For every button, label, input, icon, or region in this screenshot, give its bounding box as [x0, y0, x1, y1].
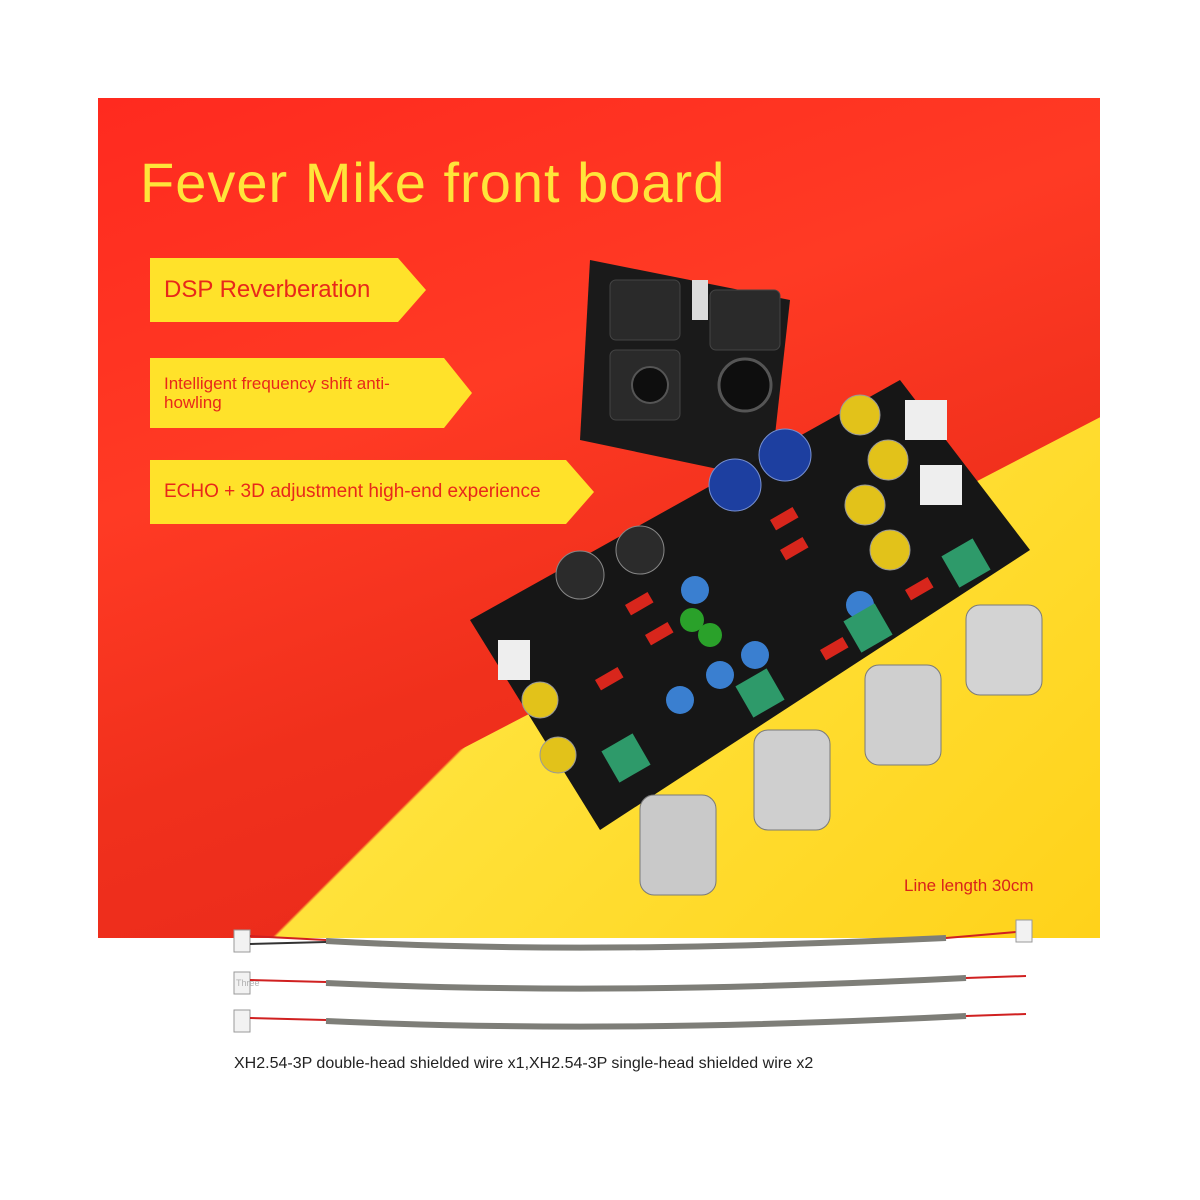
jack-board	[580, 260, 790, 480]
cable-caption: XH2.54-3P double-head shielded wire x1,X…	[234, 1055, 814, 1072]
shielded-cables	[233, 919, 1033, 1033]
film-capacitors	[595, 507, 934, 691]
main-pcb	[470, 380, 1030, 830]
faint-label: Three	[236, 978, 260, 988]
board-connectors	[498, 400, 962, 680]
feature-tag-anti-howling: Intelligent frequency shift anti-howling	[150, 358, 472, 428]
feature-tag-dsp: DSP Reverberation	[150, 258, 426, 322]
circuit-board-photo	[470, 260, 1043, 896]
metal-knobs	[639, 604, 1043, 896]
feature-tag-label: ECHO + 3D adjustment high-end experience	[164, 481, 541, 502]
product-title: Fever Mike front board	[140, 151, 726, 214]
capacitors	[521, 394, 911, 774]
single-head-cable	[233, 1009, 1027, 1033]
feature-tag-echo-3d: ECHO + 3D adjustment high-end experience	[150, 460, 594, 524]
line-length-label: Line length 30cm	[904, 876, 1034, 895]
single-head-cable	[233, 971, 1027, 995]
double-head-cable	[233, 919, 1033, 953]
feature-tag-label: DSP Reverberation	[164, 276, 371, 303]
feature-tag-label: Intelligent frequency shift anti-howling	[164, 374, 390, 412]
potentiometers	[601, 538, 991, 783]
